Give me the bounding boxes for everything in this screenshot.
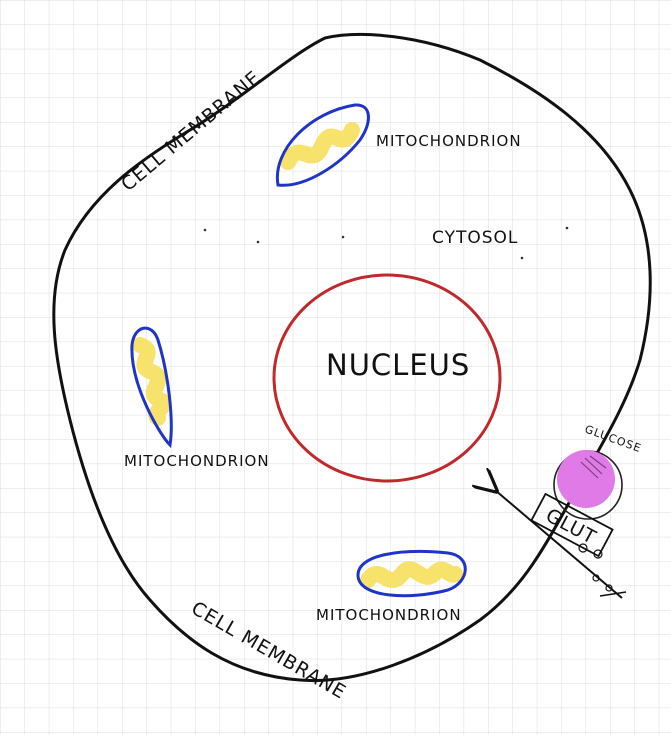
cell-membrane — [52, 33, 652, 683]
mito-bottom-cristae — [360, 561, 463, 588]
mito-top-outline — [275, 103, 370, 187]
mitochondrion-top — [275, 103, 370, 187]
glut-box — [530, 492, 614, 558]
mitochondrion-bottom — [356, 549, 467, 598]
mito-left-label: MITOCHONDRION — [124, 452, 270, 470]
nucleus-label: NUCLEUS — [326, 348, 470, 382]
glut-circle — [593, 549, 603, 559]
glut-circle — [605, 584, 613, 592]
glucose-transport-arrow-tail — [599, 591, 627, 597]
mito-top-label: MITOCHONDRION — [376, 132, 522, 150]
mito-bottom-label: MITOCHONDRION — [316, 606, 462, 624]
glucose-transport-arrow — [495, 490, 623, 599]
mito-left-outline — [130, 326, 173, 449]
cytosol-label: CYTOSOL — [432, 228, 518, 248]
mito-bottom-outline — [356, 549, 467, 598]
mito-top-cristae — [280, 122, 360, 170]
glut-circle — [578, 543, 588, 553]
mito-left-cristae — [132, 337, 172, 426]
cytosol-dot — [565, 226, 569, 230]
cytosol-dot — [256, 240, 260, 244]
mitochondrion-left — [130, 326, 173, 449]
cytosol-dot — [203, 228, 207, 232]
cytosol-dot — [520, 256, 524, 260]
cytosol-dots — [203, 226, 569, 260]
cytosol-dot — [341, 235, 345, 239]
nucleus — [272, 273, 502, 483]
glucose-molecule — [553, 450, 623, 520]
glucose-hatch — [580, 455, 607, 479]
